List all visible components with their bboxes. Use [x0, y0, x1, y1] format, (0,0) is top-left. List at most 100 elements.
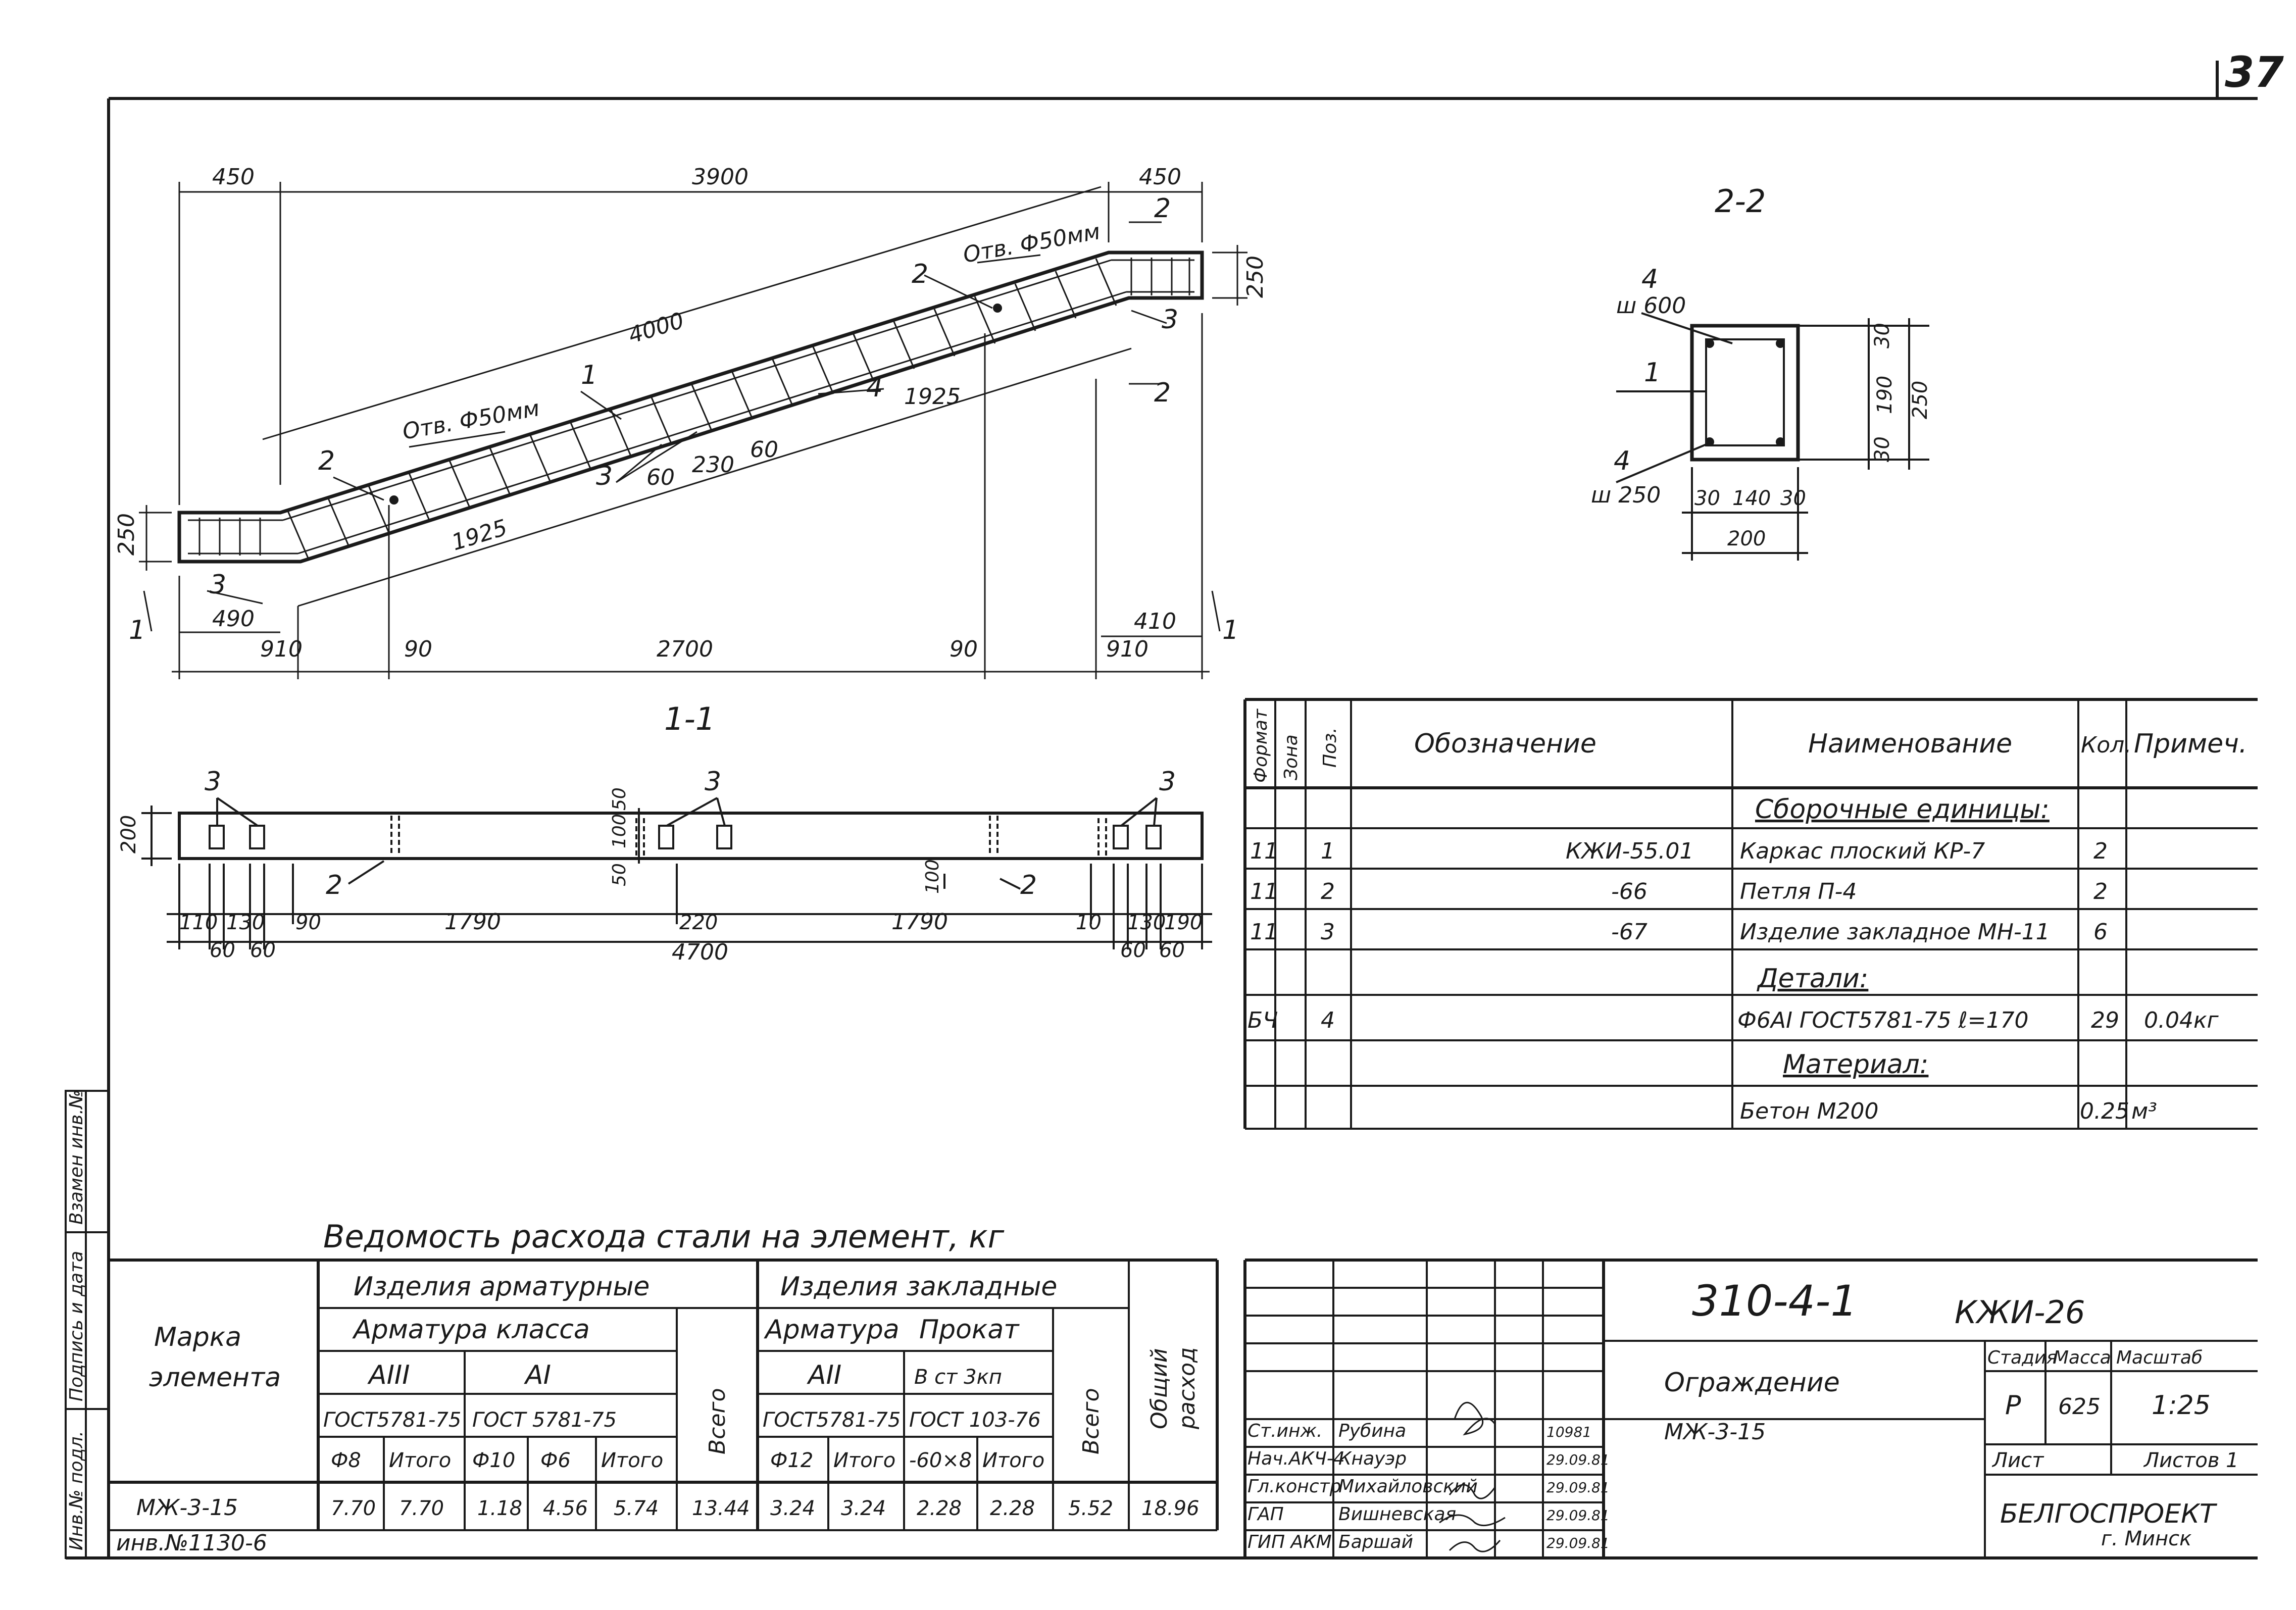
dim-910-right: 910	[1106, 636, 1149, 662]
section-1-1: 1-1	[117, 700, 1212, 965]
steel-val-total-prokat: 2.28	[990, 1497, 1035, 1520]
sec11-dim-190: 190	[1164, 911, 1203, 934]
signer-1-role: Гл.констр	[1247, 1476, 1341, 1497]
spec-row5-note: 0.04кг	[2144, 1008, 2219, 1033]
sec11-dim-110: 110	[179, 911, 218, 934]
steel-gost-a1: ГОСТ 5781-75	[472, 1408, 617, 1432]
steel-col-total-a2: Итого	[833, 1449, 895, 1472]
section-2-2-pos-4-bottom: 4	[1614, 446, 1630, 476]
steel-val-total-2: 5.52	[1068, 1497, 1113, 1520]
mass-label: Масса	[2053, 1347, 2111, 1368]
spec-row1-pos: 1	[1321, 838, 1335, 864]
spec-row2-qty: 2	[2093, 879, 2108, 904]
signer-0-date: 29.09.81	[1546, 1451, 1610, 1468]
dim-30-left: 30	[1694, 487, 1720, 510]
pos-3-left: 3	[210, 570, 226, 600]
hole-left	[389, 495, 398, 505]
spec-row7-name: Бетон М200	[1740, 1098, 1879, 1124]
dim-190: 190	[1873, 376, 1896, 414]
steel-group1-label: Изделия арматурные	[354, 1272, 650, 1302]
section-mark-1-right: 1	[1222, 615, 1239, 645]
steel-col-f10: Ф10	[472, 1449, 515, 1472]
section-2-2-note-top: ш 600	[1616, 293, 1686, 319]
scale-value: 1:25	[2152, 1390, 2211, 1421]
sec11-dim-50-top: 50	[609, 787, 630, 811]
title-code: 310-4-1	[1692, 1276, 1858, 1326]
sec11-dim-220: 220	[679, 911, 718, 934]
section-2-2-lines	[1616, 312, 1929, 561]
left-strip	[65, 1090, 110, 1559]
stage-label: Стадия	[1987, 1347, 2057, 1368]
steel-table-title: Ведомость расхода стали на элемент, кг	[323, 1218, 1005, 1255]
dim-250-sec: 250	[1909, 381, 1932, 419]
sec11-dim-100-mid: 100	[609, 814, 630, 848]
title-element: МЖ-3-15	[1664, 1419, 1766, 1445]
signer-4-name: Рубина	[1338, 1421, 1406, 1441]
inventory-number: инв.№1130-6	[116, 1530, 267, 1556]
steel-val-f8: 7.70	[331, 1497, 376, 1520]
pos-4: 4	[866, 373, 883, 403]
dim-140: 140	[1732, 487, 1771, 510]
sec11-pos-3-a: 3	[205, 767, 221, 797]
section-mark-1-left: 1	[129, 615, 145, 645]
sec11-dim-60-d: 60	[1159, 939, 1185, 962]
spec-table-grid	[1243, 698, 2258, 1130]
sec11-dim-100-right: 100	[922, 859, 943, 894]
beam-stirrups	[188, 258, 1194, 559]
spec-section-assemblies: Сборочные единицы:	[1755, 794, 2050, 825]
steel-val-f10: 1.18	[477, 1497, 522, 1520]
dim-4000: 4000	[625, 308, 687, 349]
signer-1-date: 29.09.81	[1546, 1479, 1610, 1496]
spec-row3-name: Изделие закладное МН-11	[1740, 919, 2050, 945]
dim-30-bottom: 30	[1871, 436, 1894, 462]
dim-250-right: 250	[1242, 256, 1268, 298]
dim-200: 200	[1727, 527, 1766, 550]
pos-2-right: 2	[912, 259, 928, 289]
sec11-pos-3-c: 3	[1159, 767, 1176, 797]
orig-inv-label: Инв.№ подл.	[66, 1431, 87, 1550]
section-2-2-pos-1: 1	[1644, 358, 1661, 388]
dim-250-left: 250	[114, 513, 139, 556]
dim-60-b: 60	[750, 437, 778, 463]
sec11-pos-2-a: 2	[326, 870, 342, 900]
section-2-2-bars	[1705, 339, 1785, 446]
spec-section-details: Детали:	[1757, 964, 1868, 994]
section-2-2-title: 2-2	[1715, 183, 1766, 220]
signer-0-name: Кнауэр	[1338, 1448, 1407, 1469]
sec11-dim-1790-a: 1790	[444, 909, 501, 935]
spec-row5-name: Ф6АI ГОСТ5781-75 ℓ=170	[1737, 1008, 2029, 1033]
pos-3-mid: 3	[596, 461, 613, 491]
steel-total-label-2: Всего	[1078, 1388, 1104, 1454]
sheet-label: Лист	[1991, 1449, 2044, 1472]
elevation-dim-lines	[139, 182, 1247, 679]
spec-row1-name: Каркас плоский КР-7	[1740, 838, 1985, 864]
signature-scribbles	[1439, 1402, 1506, 1552]
section-2-2-pos-4-top: 4	[1641, 264, 1658, 294]
section-mark-2-bottom: 2	[1154, 378, 1171, 408]
dim-60-a: 60	[646, 465, 675, 490]
spec-row5-format: БЧ	[1247, 1008, 1278, 1033]
spec-section-material: Материал:	[1783, 1049, 1928, 1080]
steel-val-total-a3: 7.70	[399, 1497, 444, 1520]
section-2-2-note-bottom: ш 250	[1591, 482, 1661, 508]
sign-date-label: Подпись и дата	[66, 1251, 87, 1401]
dim-1925-right: 1925	[904, 384, 961, 410]
spec-header-zone: Зона	[1281, 734, 1302, 780]
spec-header-note: Примеч.	[2134, 729, 2247, 759]
org-city: г. Минск	[2101, 1527, 2191, 1550]
steel-val-total-a1: 5.74	[614, 1497, 659, 1520]
spec-row2-name: Петля П-4	[1740, 879, 1857, 904]
signer-4-role: Ст.инж.	[1247, 1421, 1322, 1441]
spec-row3-designation: -67	[1611, 919, 1648, 945]
dim-450-right: 450	[1139, 164, 1181, 190]
section-1-1-title: 1-1	[664, 700, 715, 737]
steel-gost-prokat: ГОСТ 103-76	[909, 1408, 1041, 1432]
signer-0-role: Нач.АКЧ-4	[1247, 1448, 1345, 1469]
steel-val-total-1: 13.44	[692, 1497, 750, 1520]
signer-3-date: 29.09.81	[1546, 1535, 1610, 1551]
signer-2-name: Вишневская	[1338, 1504, 1456, 1525]
org-name: БЕЛГОСПРОЕКТ	[2000, 1499, 2218, 1529]
spec-row2-pos: 2	[1321, 879, 1335, 904]
spec-row3-pos: 3	[1321, 919, 1335, 945]
